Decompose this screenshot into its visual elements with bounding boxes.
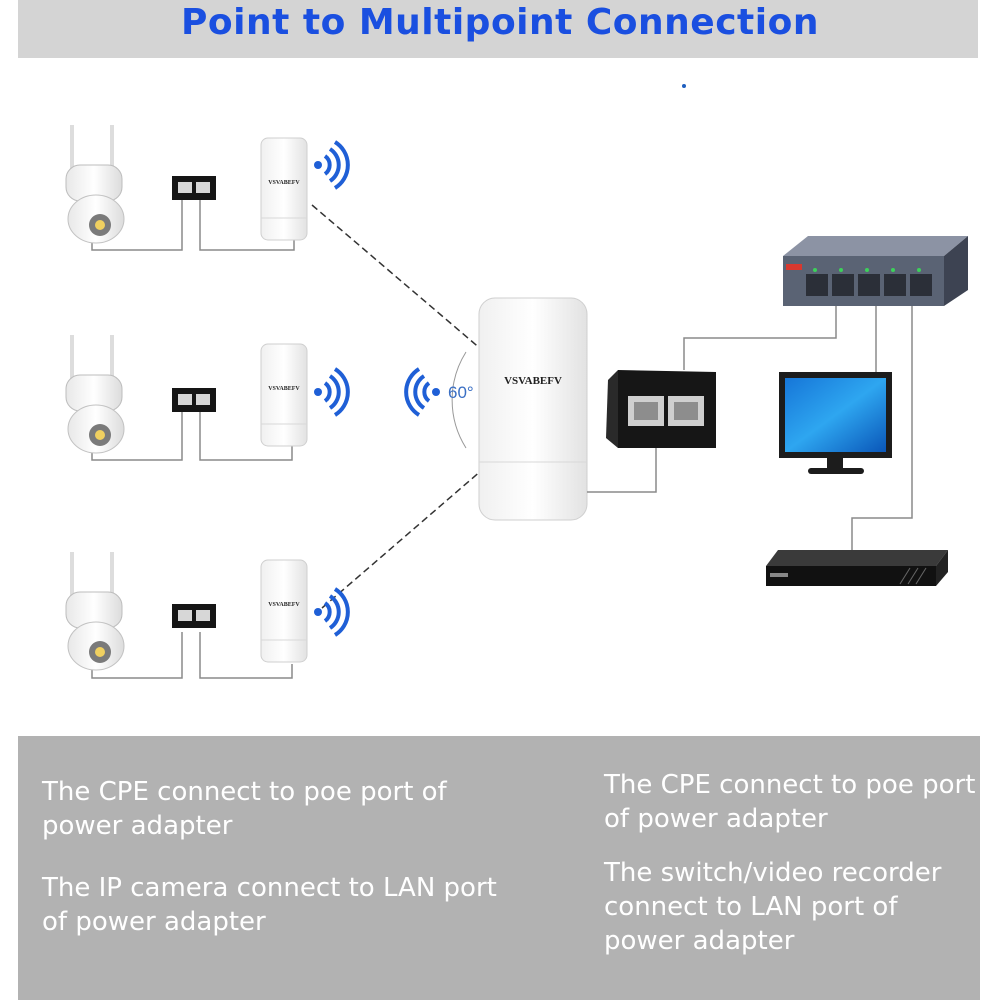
poe-injector-icon bbox=[606, 370, 716, 448]
network-diagram: VSVABEFV 60° VSVABEFV bbox=[65, 124, 968, 679]
note-cpe-left: The CPE connect to poe port of power ada… bbox=[42, 777, 447, 841]
cpe-antenna-icon bbox=[260, 559, 308, 663]
angle-label: 60° bbox=[448, 383, 474, 402]
poe-injector-icon bbox=[172, 176, 216, 200]
cpe-antenna-icon bbox=[260, 137, 308, 241]
notes-panel bbox=[18, 736, 980, 1000]
decorative-dot bbox=[682, 84, 686, 88]
ip-camera-icon bbox=[65, 124, 125, 244]
network-switch-icon bbox=[783, 236, 968, 306]
video-recorder-icon bbox=[766, 550, 948, 586]
cpe-antenna-icon: VSVABEFV bbox=[478, 297, 588, 521]
wifi-signal-icon bbox=[312, 587, 350, 637]
brand-label: VSVABEFV bbox=[504, 375, 562, 387]
wifi-signal-icon bbox=[312, 140, 350, 190]
page-title: Point to Multipoint Connection bbox=[181, 2, 819, 43]
wifi-signal-icon bbox=[404, 367, 442, 417]
poe-injector-icon bbox=[172, 388, 216, 412]
cpe-antenna-icon bbox=[260, 343, 308, 447]
note-cpe-right: The CPE connect to poe port of power ada… bbox=[604, 770, 976, 834]
poe-injector-icon bbox=[172, 604, 216, 628]
header-bar bbox=[18, 0, 978, 58]
note-switch-lan: The switch/video recorder connect to LAN… bbox=[604, 858, 942, 956]
ip-camera-icon bbox=[65, 334, 125, 454]
note-camera-lan: The IP camera connect to LAN port of pow… bbox=[42, 873, 497, 937]
ip-camera-icon bbox=[65, 551, 125, 671]
wifi-signal-icon bbox=[312, 367, 350, 417]
monitor-icon bbox=[779, 372, 892, 474]
